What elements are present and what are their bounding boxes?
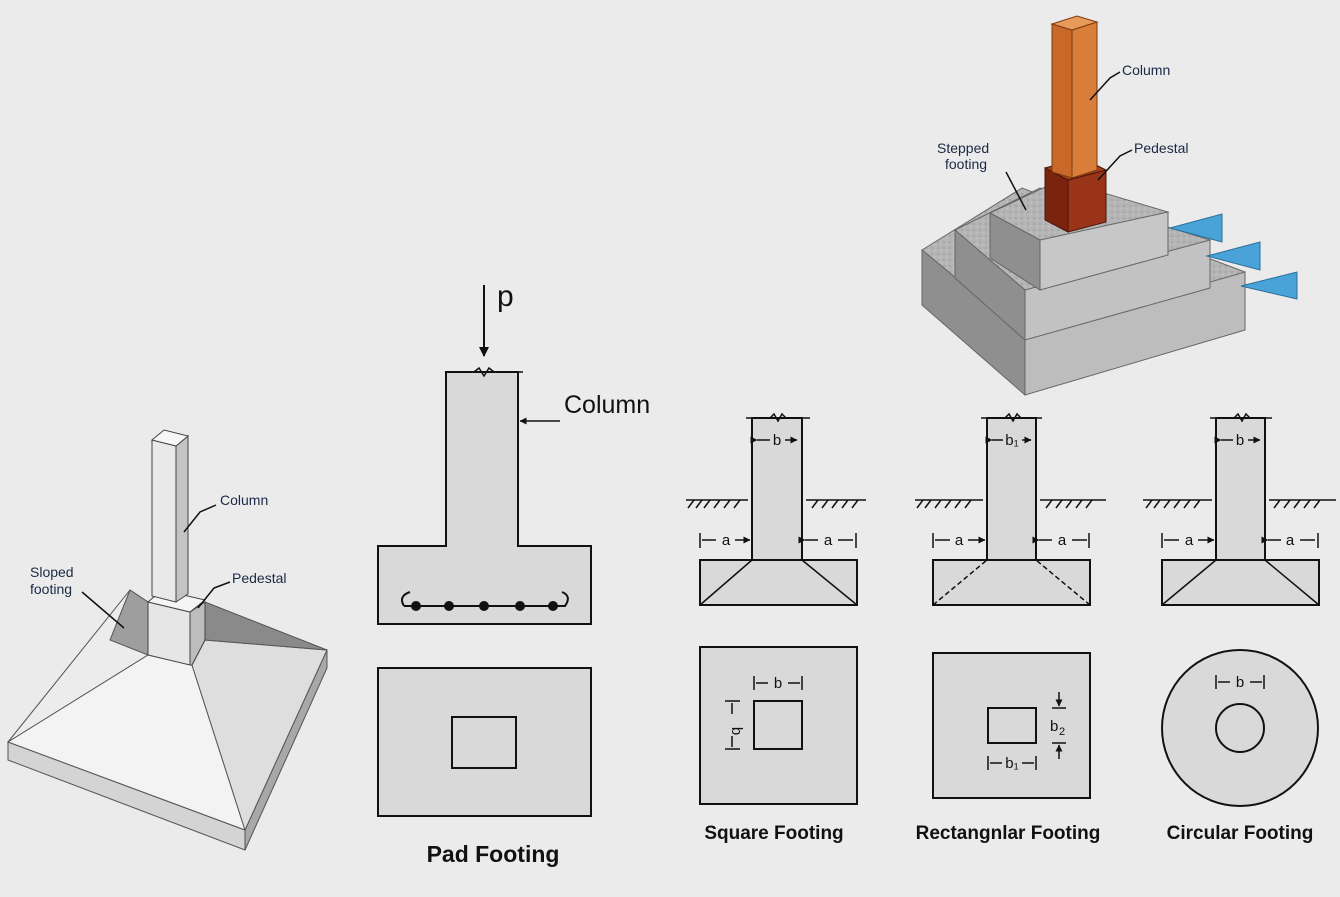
square-dim-b-top: b	[773, 432, 781, 449]
rebar-dot	[444, 601, 454, 611]
rect-base	[932, 559, 1091, 606]
rectangular-footing-section: b₁ a a	[915, 412, 1106, 606]
ground-line-left	[915, 499, 983, 509]
square-dim-a-left: a	[722, 532, 731, 549]
circ-dim-a-left: a	[1185, 532, 1194, 549]
square-plan-dim-b-vertical: b	[728, 727, 745, 735]
step-arrow-2	[1205, 241, 1261, 271]
ground-line-right	[806, 499, 866, 509]
pad-footing-caption: Pad Footing	[427, 841, 560, 867]
circ-base-slope-lines	[1161, 559, 1320, 606]
sloped-column-leader	[183, 504, 217, 533]
ground-line-left	[686, 499, 748, 509]
rect-plan-dim-b2: b	[1050, 718, 1058, 735]
stepped-footing-label-1: Stepped	[937, 140, 989, 156]
load-label-p: p	[497, 280, 514, 313]
rect-dim-b1-top: b₁	[1005, 432, 1018, 449]
stepped-pedestal-leader	[1097, 149, 1133, 181]
step-arrow-3	[1240, 271, 1298, 300]
circ-plan-dim-b: b	[1236, 674, 1244, 691]
stepped-pedestal-side	[1067, 169, 1107, 233]
sloped-footing-label-1: Sloped	[30, 564, 74, 580]
pad-footing-plan: Pad Footing	[377, 667, 592, 867]
rebar-dot	[548, 601, 558, 611]
stepped-column-front	[1051, 23, 1073, 179]
stepped-footing-illustration: Column Pedestal Stepped footing	[921, 15, 1298, 397]
stepped-column-side	[1071, 21, 1098, 179]
sloped-pedestal-side	[189, 601, 206, 666]
circ-column-break	[1210, 412, 1272, 423]
pad-plan-column	[451, 716, 517, 769]
square-plan-dim-b: b	[774, 675, 782, 692]
rect-plan-column	[987, 707, 1037, 744]
ground-line-right	[1269, 499, 1336, 509]
stepped-column-leader	[1089, 71, 1121, 101]
ground-line-left	[1143, 499, 1212, 509]
circ-dim-b-top: b	[1236, 432, 1244, 449]
circular-footing-section: b a a	[1143, 412, 1336, 606]
stepped-column-label: Column	[1122, 62, 1170, 78]
square-footing-section: b a a	[686, 412, 866, 606]
step1-right	[1039, 211, 1169, 291]
stepped-footing-leader	[1005, 171, 1027, 211]
rect-column-break	[981, 412, 1042, 423]
sloped-pedestal-leader	[197, 581, 231, 609]
sloped-column-front	[151, 439, 177, 603]
square-footing-caption: Square Footing	[704, 823, 843, 844]
sloped-column-label: Column	[220, 492, 268, 508]
square-base-slope-lines	[699, 559, 858, 606]
sloped-footing-illustration: Column Pedestal Sloped footing	[6, 429, 328, 851]
rect-base-slope-lines	[932, 559, 1091, 606]
square-dim-a-right: a	[824, 532, 833, 549]
rect-plan-dim-b1: b₁	[1005, 755, 1018, 772]
circular-footing-plan: b Circular Footing	[1161, 649, 1319, 844]
pad-section-outline	[377, 371, 592, 625]
ground-line-right	[1040, 499, 1106, 509]
rectangular-footing-caption: Rectangnlar Footing	[916, 823, 1101, 844]
sloped-footing-leader	[81, 591, 125, 629]
rect-plan-dim-b2-sub: 2	[1059, 726, 1065, 738]
rectangular-footing-plan: b 2 b₁ Rectangnlar Footing	[916, 652, 1101, 844]
circ-dim-a-right: a	[1286, 532, 1295, 549]
pad-column-label: Column	[564, 391, 650, 419]
sloped-pedestal-label: Pedestal	[232, 570, 286, 586]
sloped-column-side	[175, 434, 189, 603]
circ-base	[1161, 559, 1320, 606]
pad-column-break	[446, 366, 523, 378]
sloped-column-top	[150, 429, 190, 447]
rebar-dot	[479, 601, 489, 611]
pad-footing-section: p Column	[377, 280, 650, 625]
circ-plan-column	[1215, 703, 1265, 753]
square-footing-plan: b b Square Footing	[699, 646, 858, 844]
rect-dim-a-left: a	[955, 532, 964, 549]
sloped-pedestal-front	[147, 601, 191, 666]
stepped-column-top	[1050, 15, 1099, 31]
step-arrow-1	[1168, 213, 1223, 243]
rebar-dot	[411, 601, 421, 611]
stepped-footing-label-2: footing	[945, 156, 987, 172]
square-base	[699, 559, 858, 606]
square-plan-column	[753, 700, 803, 750]
sloped-footing-label-2: footing	[30, 581, 72, 597]
circular-footing-caption: Circular Footing	[1167, 823, 1314, 844]
circ-column	[1215, 417, 1266, 561]
stepped-pedestal-label: Pedestal	[1134, 140, 1188, 156]
rebar-dot	[515, 601, 525, 611]
rebar-bar	[401, 591, 569, 607]
square-column-break	[746, 412, 810, 423]
rect-dim-a-right: a	[1058, 532, 1067, 549]
